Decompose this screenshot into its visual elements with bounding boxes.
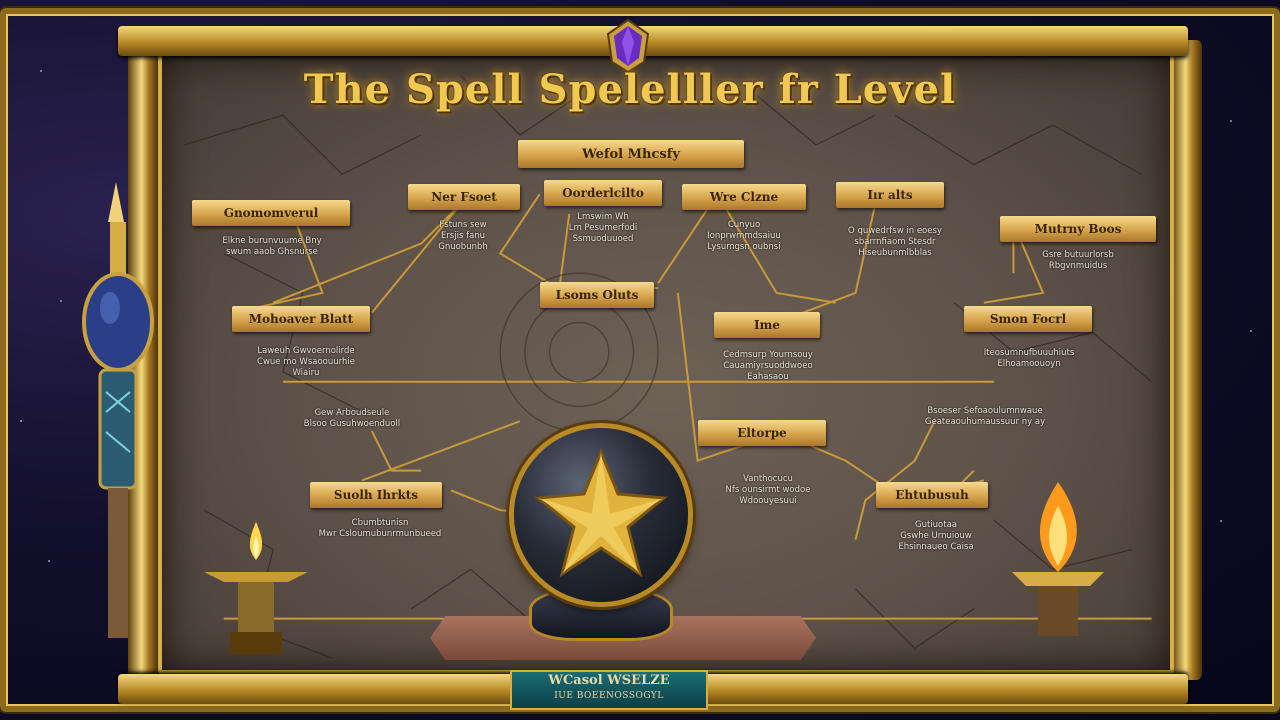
- star: [40, 70, 42, 72]
- footer-plate: WCasol WSELZE IUE BOEENOSSOGYL: [510, 670, 708, 710]
- footer-title: WCasol WSELZE: [548, 673, 670, 688]
- star: [20, 420, 22, 422]
- star-orb[interactable]: [514, 428, 688, 602]
- star: [1250, 330, 1252, 332]
- star: [1230, 120, 1232, 122]
- subtitle-banner: Wefol Mhcsfy: [518, 140, 744, 168]
- skill-node-mutrny-boos[interactable]: Mutrny Boos: [1000, 216, 1156, 242]
- torch-right-icon: [1012, 482, 1104, 636]
- skill-node-oorderlcilto[interactable]: Oorderlcilto: [544, 180, 662, 206]
- amethyst-gem-icon: [606, 18, 650, 74]
- skill-node-eltorpe[interactable]: Eltorpe: [698, 420, 826, 446]
- footer-subtitle: IUE BOEENOSSOGYL: [554, 691, 664, 701]
- game-title: The Spell Spelelller fr Level: [303, 66, 957, 113]
- right-pillar: [1172, 40, 1202, 680]
- star-icon: [534, 448, 668, 578]
- skill-node-gnomomverul[interactable]: Gnomomverul: [192, 200, 350, 226]
- star: [1220, 520, 1222, 522]
- candle-left-icon: [204, 522, 308, 654]
- top-frame-bar: [118, 26, 1188, 56]
- staff-icon: [82, 182, 154, 638]
- skill-node-wre-clzne[interactable]: Wre Clzne: [682, 184, 806, 210]
- skill-node-mohoaver-blatt[interactable]: Mohoaver Blatt: [232, 306, 370, 332]
- skill-node-lsoms-oluts[interactable]: Lsoms Oluts: [540, 282, 654, 308]
- star: [48, 560, 50, 562]
- skill-node-smon-focrl[interactable]: Smon Focrl: [964, 306, 1092, 332]
- skill-node-ner-fsoet[interactable]: Ner Fsoet: [408, 184, 520, 210]
- star: [60, 300, 62, 302]
- skill-node-suolh-ihrkts[interactable]: Suolh Ihrkts: [310, 482, 442, 508]
- skill-node-ime[interactable]: Ime: [714, 312, 820, 338]
- skill-node-ehtubusuh[interactable]: Ehtubusuh: [876, 482, 988, 508]
- skill-node-ir-alts[interactable]: Iır alts: [836, 182, 944, 208]
